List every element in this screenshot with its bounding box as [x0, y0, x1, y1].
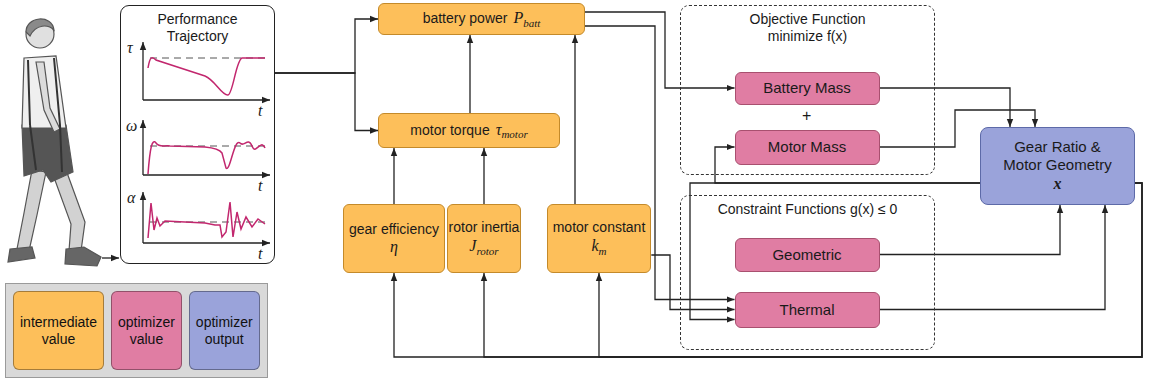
axis-label: t: [258, 103, 262, 119]
text-block: Constraint Functions g(x) ≤ 0: [718, 196, 898, 218]
axis-label: τ: [127, 40, 133, 56]
legend-text: optimizer value: [118, 314, 175, 348]
symbol: τ: [496, 121, 502, 138]
optimizer-box: Thermal: [735, 292, 880, 328]
legend-swatch: intermediate value: [13, 291, 104, 370]
box-label: motor torque: [410, 122, 489, 138]
connector-arrow: [393, 148, 394, 204]
legend-swatch: optimizer value: [111, 291, 182, 370]
legend-text: optimizer output: [196, 314, 253, 348]
axis-label: α: [127, 190, 135, 206]
intermediate-box: gear efficiencyη: [343, 204, 445, 273]
symbol: k: [591, 237, 598, 254]
group-subtitle: minimize f(x): [750, 28, 866, 45]
connector-arrow: [275, 73, 378, 131]
torque-plot: [143, 42, 270, 100]
connector-arrow: [484, 183, 1142, 357]
optimizer-box: Geometric: [735, 238, 880, 272]
text-block: battery power Pbatt: [423, 8, 541, 30]
intermediate-box: motor constantkm: [547, 204, 652, 273]
text-block: Objective Functionminimize f(x): [750, 6, 866, 45]
axis-label: t: [258, 178, 262, 194]
text-block: gear efficiencyη: [349, 221, 439, 257]
subscript: motor: [501, 128, 527, 140]
constraint-group: Constraint Functions g(x) ≤ 0 GeometricTh…: [680, 195, 935, 350]
box-label: Geometric: [772, 246, 841, 264]
symbol: x: [1054, 175, 1062, 192]
box-label: rotor inertia: [449, 219, 520, 236]
connector-arrow: [574, 35, 575, 204]
box-label: Battery Mass: [763, 79, 851, 97]
acceleration-plot: [143, 192, 270, 243]
symbol: P: [513, 9, 523, 26]
optimizer-box: Motor Mass: [735, 130, 880, 165]
text-block: Gear Ratio & Motor Geometryx: [996, 138, 1120, 193]
text-block: motor torque τmotor: [410, 120, 527, 142]
plus-sign: +: [802, 108, 811, 124]
intermediate-box: battery power Pbatt: [378, 3, 585, 35]
box-label: Motor Mass: [768, 138, 846, 156]
connector-arrow: [585, 12, 735, 88]
legend-panel: intermediate value optimizer value optimiz…: [5, 283, 268, 378]
connector-arrow: [651, 255, 734, 310]
symbol: η: [390, 238, 398, 255]
axis-label: t: [258, 246, 262, 262]
walking-person: [8, 19, 101, 266]
text-block: Performance Trajectory: [139, 6, 257, 45]
connector-arrow: [469, 35, 470, 113]
connector-arrow: [880, 88, 1011, 127]
box-label: motor constant: [553, 219, 646, 236]
symbol: J: [469, 237, 476, 254]
connector-arrow: [880, 205, 1106, 310]
text-block: Motor Mass: [768, 138, 846, 156]
axis-label: ω: [126, 118, 137, 134]
subscript: batt: [523, 17, 540, 29]
text-block: Geometric: [772, 246, 841, 264]
objective-group: Objective Functionminimize f(x) Battery M…: [680, 5, 935, 175]
box-label: Thermal: [779, 301, 834, 319]
text-block: motor constantkm: [553, 219, 646, 258]
intermediate-box: motor torque τmotor: [378, 113, 560, 148]
box-label: Gear Ratio & Motor Geometry: [996, 138, 1120, 174]
box-label: gear efficiency: [349, 221, 439, 238]
connector-arrow: [599, 183, 1142, 357]
legend-swatch: optimizer output: [189, 291, 260, 370]
text-block: Thermal: [779, 301, 834, 319]
group-title: Performance Trajectory: [139, 11, 257, 45]
trajectory-panel: Performance Trajectory: [120, 5, 275, 264]
connector-arrow: [394, 183, 1142, 357]
input-arrow: [102, 257, 119, 258]
optimizer-box: Battery Mass: [735, 72, 880, 105]
group-title: Objective Function: [750, 11, 866, 28]
velocity-plot: [143, 120, 270, 175]
text-block: Battery Mass: [763, 79, 851, 97]
connector-arrow: [275, 19, 378, 73]
subscript: rotor: [476, 245, 498, 257]
connector-arrow: [880, 205, 1061, 255]
subscript: m: [599, 245, 607, 257]
box-label: battery power: [423, 10, 508, 26]
text-block: rotor inertiaJrotor: [449, 219, 520, 258]
legend-text: intermediate value: [20, 314, 97, 348]
connector-arrow: [483, 148, 484, 204]
group-title: Constraint Functions g(x) ≤ 0: [718, 201, 898, 218]
output-box: Gear Ratio & Motor Geometryx: [980, 127, 1135, 205]
intermediate-box: rotor inertiaJrotor: [447, 204, 521, 273]
